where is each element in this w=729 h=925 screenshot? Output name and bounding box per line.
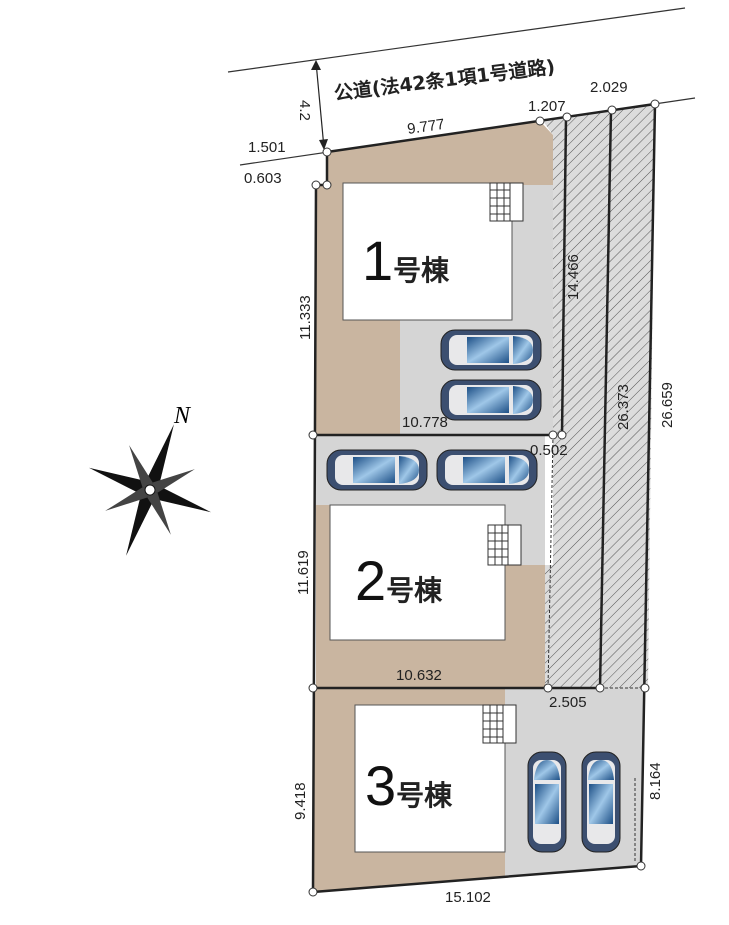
car-icon	[527, 751, 567, 853]
car-icon	[581, 751, 621, 853]
car-icon	[326, 449, 428, 491]
dim-strip-a: 1.207	[528, 98, 566, 115]
building-1	[342, 182, 513, 321]
road-width-label: 4.2	[296, 100, 313, 121]
dim-corner-b: 0.603	[244, 170, 282, 187]
building-2-label: 2号棟	[355, 549, 443, 612]
compass-north-icon	[88, 424, 212, 556]
shared-access-strip	[543, 104, 655, 688]
dim-east-side: 26.659	[659, 382, 676, 428]
dim-flag-a: 14.466	[565, 254, 582, 300]
road-width-arrow	[315, 61, 325, 149]
lot-2-yard	[316, 505, 545, 688]
dim-top-frontage: 9.777	[406, 116, 446, 138]
dim-lot3-depth: 9.418	[292, 782, 309, 820]
dim-flag-width: 2.505	[549, 694, 587, 711]
building-3	[354, 704, 506, 853]
dim-bottom: 15.102	[445, 889, 491, 906]
building-1-label: 1号棟	[362, 229, 450, 292]
dim-lot1-depth: 11.333	[297, 295, 314, 340]
lot-3-parking	[505, 688, 645, 877]
car-icon	[436, 449, 538, 491]
dim-lot3-east: 8.164	[647, 762, 664, 800]
car-icon	[440, 379, 542, 421]
building-3-label: 3号棟	[365, 754, 453, 817]
lot-1-parking	[400, 185, 553, 435]
building-2	[329, 504, 506, 641]
dim-corner-a: 1.501	[248, 139, 286, 156]
entrance-2	[487, 524, 522, 566]
entrance-1	[489, 182, 524, 222]
dim-lot1-width: 10.778	[402, 414, 448, 431]
road-edge-line	[227, 7, 686, 73]
car-icon	[440, 329, 542, 371]
dim-lot2-depth: 11.619	[295, 550, 312, 595]
dim-lot2-width: 10.632	[396, 667, 442, 684]
compass-label: N	[173, 403, 192, 429]
dim-strip-b: 2.029	[590, 79, 628, 96]
dim-flag-b: 26.373	[615, 384, 632, 430]
dim-strip-gap: 0.502	[530, 442, 568, 459]
road-label: 公道(法42条1項1号道路)	[333, 55, 556, 105]
